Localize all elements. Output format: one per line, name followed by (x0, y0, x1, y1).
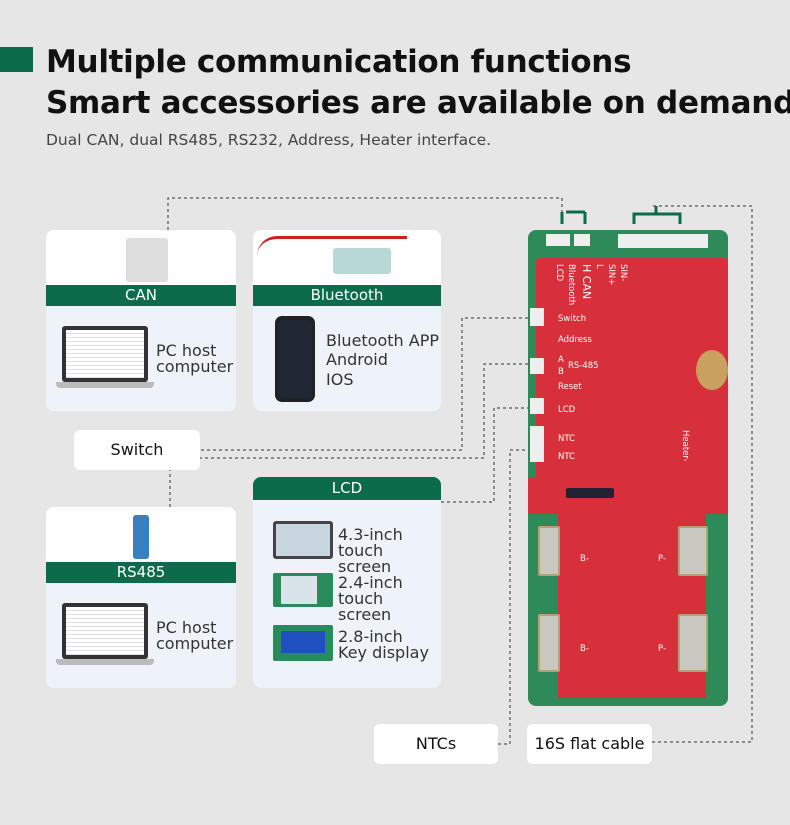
switch-port (530, 308, 544, 326)
board-label: NTC (558, 452, 575, 462)
lcd-card: LCD 4.3-inch touch screen 2.4-inch touch… (253, 477, 441, 688)
pc-text: computer (156, 634, 234, 653)
p-pad (678, 614, 708, 672)
board-cover-band (528, 478, 728, 514)
flat-connector (618, 234, 708, 248)
board-label: H CAN (580, 264, 593, 300)
b-pad (538, 526, 560, 576)
resistor-array (566, 488, 614, 498)
board-label: RS-485 (568, 361, 599, 371)
lcd-size: 2.4-inch (338, 573, 403, 592)
board-label: SIN+ (606, 264, 616, 286)
lcd-size: 2.8-inch (338, 627, 403, 646)
battery-holder (696, 350, 728, 390)
bms-board: Bluetooth LCD H CAN L SIN- SIN+ Switch A… (528, 230, 728, 706)
app-text: IOS (326, 370, 354, 389)
lcd-header: LCD (253, 477, 441, 500)
usb-adapter-image (133, 515, 149, 559)
rs485-card: RS485 PC host computer (46, 507, 236, 688)
p-minus-label: P- (658, 554, 667, 564)
board-label: L (594, 264, 604, 269)
board-label: Bluetooth (566, 264, 576, 306)
laptop-icon (56, 326, 154, 388)
ntc-port (530, 426, 544, 462)
pc-text: PC host (156, 618, 217, 637)
board-label: Reset (558, 382, 582, 392)
board-label: A (558, 355, 564, 365)
pc-text: computer (156, 357, 234, 376)
can-adapter-image (126, 238, 168, 282)
connector (574, 234, 590, 246)
lcd-43-image (273, 521, 333, 559)
b-pad (538, 614, 560, 672)
board-label: LCD (554, 264, 564, 282)
board-label: SIN- (618, 264, 628, 282)
rs485-port (530, 358, 544, 374)
p-minus-label: P- (658, 644, 667, 654)
lcd-type: touch screen (338, 541, 392, 576)
title-line-2: Smart accessories are available on deman… (46, 85, 790, 121)
board-label: LCD (558, 405, 576, 415)
bluetooth-body: Bluetooth APP Android IOS (253, 306, 441, 411)
lcd-type: touch screen (338, 589, 392, 624)
lcd-size: 4.3-inch (338, 525, 403, 544)
board-label: Switch (558, 314, 587, 324)
switch-box: Switch (74, 430, 200, 470)
can-card: CAN PC host computer (46, 230, 236, 411)
b-minus-label: B- (580, 554, 589, 564)
can-body: PC host computer (46, 306, 236, 411)
p-pad (678, 526, 708, 576)
board-label: Address (558, 335, 592, 345)
subtitle: Dual CAN, dual RS485, RS232, Address, He… (46, 131, 492, 149)
pc-text: PC host (156, 341, 217, 360)
accent-bar (0, 47, 33, 72)
app-text: Android (326, 350, 388, 369)
rs485-body: PC host computer (46, 583, 236, 688)
bluetooth-cable-image (257, 236, 407, 266)
bluetooth-card: Bluetooth Bluetooth APP Android IOS (253, 230, 441, 411)
flat-cable-box: 16S flat cable (527, 724, 652, 764)
phone-icon (275, 316, 315, 402)
lcd-28-image (273, 625, 333, 661)
title-line-1: Multiple communication functions (46, 44, 632, 80)
lcd-type: Key display (338, 643, 429, 662)
board-label: NTC (558, 434, 575, 444)
ntcs-box: NTCs (374, 724, 498, 764)
laptop-icon (56, 603, 154, 665)
heater-label: Heater- (680, 430, 690, 462)
lcd-24-image (273, 573, 333, 607)
rs485-header: RS485 (46, 562, 236, 583)
b-minus-label: B- (580, 644, 589, 654)
connector (546, 234, 570, 246)
app-text: Bluetooth APP (326, 331, 439, 350)
lcd-port (530, 398, 544, 414)
bluetooth-header: Bluetooth (253, 285, 441, 306)
board-label: B (558, 367, 564, 377)
can-header: CAN (46, 285, 236, 306)
bluetooth-module-image (333, 248, 391, 274)
